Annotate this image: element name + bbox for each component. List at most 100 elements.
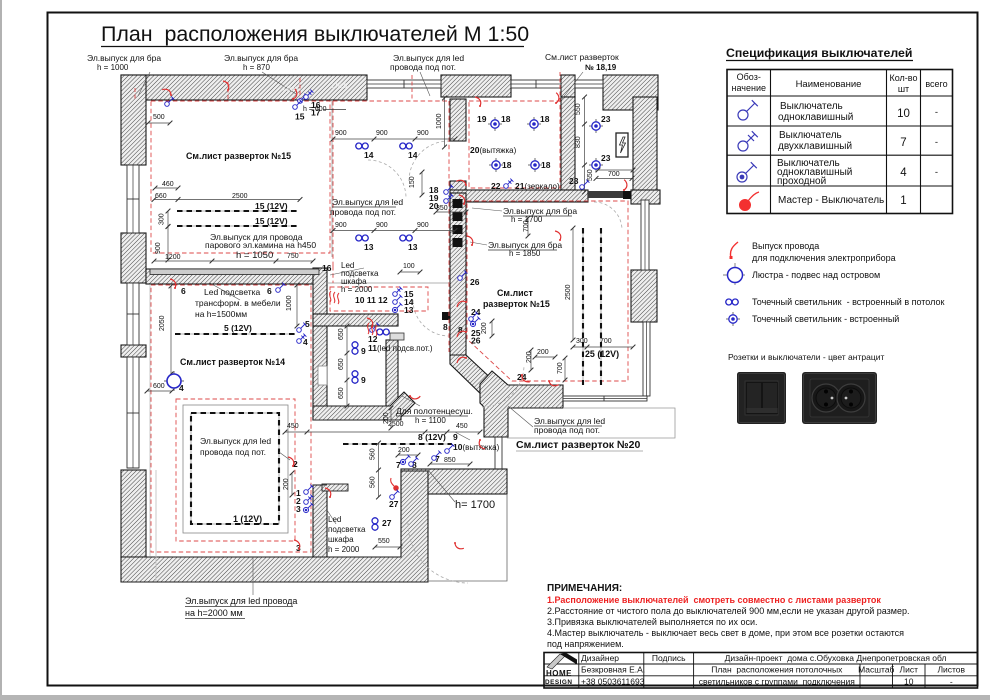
svg-text:10: 10 bbox=[904, 677, 914, 687]
svg-text:Дизайнер: Дизайнер bbox=[581, 653, 619, 663]
svg-text:20(вытяжка): 20(вытяжка) bbox=[470, 145, 517, 155]
svg-text:16: 16 bbox=[322, 263, 332, 273]
svg-text:23: 23 bbox=[569, 176, 579, 186]
svg-text:2050: 2050 bbox=[159, 315, 166, 331]
svg-text:Лист: Лист bbox=[900, 665, 919, 675]
svg-text:18: 18 bbox=[502, 160, 512, 170]
svg-text:шкафа: шкафа bbox=[341, 277, 367, 286]
svg-text:h = 1100: h = 1100 bbox=[415, 416, 446, 425]
svg-text:1: 1 bbox=[296, 488, 301, 498]
svg-text:13: 13 bbox=[404, 305, 414, 315]
svg-text:200: 200 bbox=[383, 412, 390, 424]
svg-text:27: 27 bbox=[382, 518, 392, 528]
svg-text:4: 4 bbox=[900, 167, 907, 179]
svg-text:17: 17 bbox=[311, 108, 321, 118]
svg-text:Мастер - Выключатель: Мастер - Выключатель bbox=[778, 195, 884, 206]
svg-text:разверток №15: разверток №15 bbox=[483, 299, 550, 309]
svg-text:начение: начение bbox=[732, 83, 766, 93]
svg-text:Эл.выпуск для бра: Эл.выпуск для бра bbox=[87, 53, 161, 63]
svg-text:Выключатель: Выключатель bbox=[780, 101, 843, 112]
svg-text:3: 3 bbox=[296, 504, 301, 514]
svg-text:h = 1000: h = 1000 bbox=[97, 63, 129, 72]
svg-text:14: 14 bbox=[404, 297, 414, 307]
svg-text:10: 10 bbox=[897, 108, 910, 120]
svg-text:Кол-во: Кол-во bbox=[890, 73, 918, 83]
svg-text:550: 550 bbox=[575, 103, 582, 115]
svg-text:350: 350 bbox=[436, 205, 448, 212]
svg-text:10(вытяжка): 10(вытяжка) bbox=[453, 442, 500, 452]
svg-text:Эл.выпуск для бра: Эл.выпуск для бра bbox=[488, 240, 562, 250]
svg-text:трансформ. в мебели: трансформ. в мебели bbox=[195, 298, 281, 308]
svg-text:Выключатель: Выключатель bbox=[777, 158, 840, 169]
svg-text:15 (12V): 15 (12V) bbox=[255, 201, 288, 211]
svg-text:23: 23 bbox=[601, 114, 611, 124]
svg-text:830: 830 bbox=[575, 136, 582, 148]
svg-text:200: 200 bbox=[283, 478, 290, 490]
svg-text:7: 7 bbox=[435, 454, 440, 464]
svg-text:2.Расстояние от чистого пола д: 2.Расстояние от чистого пола до выключат… bbox=[547, 606, 909, 616]
svg-text:150: 150 bbox=[409, 176, 416, 188]
svg-text:-: - bbox=[950, 677, 953, 687]
svg-text:900: 900 bbox=[155, 242, 162, 254]
svg-text:2500: 2500 bbox=[388, 421, 404, 428]
svg-text:ПРИМЕЧАНИЯ:: ПРИМЕЧАНИЯ: bbox=[547, 583, 622, 594]
svg-text:1 (12V): 1 (12V) bbox=[233, 514, 262, 524]
svg-text:18: 18 bbox=[429, 185, 439, 195]
svg-text:750: 750 bbox=[287, 253, 299, 260]
svg-text:DESIGN: DESIGN bbox=[545, 679, 573, 686]
svg-text:Выключатель: Выключатель bbox=[779, 130, 842, 141]
svg-text:900: 900 bbox=[417, 130, 429, 137]
svg-text:9: 9 bbox=[361, 346, 366, 356]
svg-text:двухклавишный: двухклавишный bbox=[778, 141, 852, 152]
svg-text:8: 8 bbox=[443, 322, 448, 332]
svg-text:300: 300 bbox=[576, 338, 588, 345]
svg-text:парового эл.камина на h450: парового эл.камина на h450 bbox=[205, 240, 316, 250]
svg-text:14: 14 bbox=[408, 150, 418, 160]
svg-text:HOME: HOME bbox=[546, 669, 572, 678]
svg-text:ГР20: ГР20 bbox=[332, 83, 347, 90]
svg-text:6: 6 bbox=[181, 286, 186, 296]
svg-text:См.лист разверток: См.лист разверток bbox=[545, 52, 619, 62]
svg-text:850: 850 bbox=[444, 457, 456, 464]
svg-text:См.лист разверток №15: См.лист разверток №15 bbox=[186, 151, 291, 161]
svg-text:2500: 2500 bbox=[232, 193, 248, 200]
svg-text:2500: 2500 bbox=[565, 284, 572, 300]
svg-text:19: 19 bbox=[477, 114, 487, 124]
svg-text:460: 460 bbox=[162, 181, 174, 188]
svg-text:2: 2 bbox=[293, 459, 298, 469]
svg-text:Масштаб: Масштаб bbox=[858, 665, 894, 675]
svg-text:3.Привязка выключателей выполн: 3.Привязка выключателей выполняется по и… bbox=[547, 617, 758, 627]
svg-text:h = 1700: h = 1700 bbox=[511, 215, 543, 224]
svg-text:600: 600 bbox=[153, 383, 165, 390]
svg-text:650: 650 bbox=[338, 387, 345, 399]
svg-text:Led: Led bbox=[328, 515, 341, 524]
svg-text:25: 25 bbox=[471, 328, 481, 338]
svg-text:См.лист: См.лист bbox=[497, 288, 533, 298]
svg-text:ГР20: ГР20 bbox=[283, 86, 298, 93]
svg-text:500: 500 bbox=[153, 114, 165, 121]
svg-text:15: 15 bbox=[404, 289, 414, 299]
svg-text:Эл.выпуск для бра: Эл.выпуск для бра bbox=[503, 206, 577, 216]
svg-text:650: 650 bbox=[338, 358, 345, 370]
svg-text:26: 26 bbox=[470, 277, 480, 287]
svg-text:одноклавишный: одноклавишный bbox=[778, 112, 853, 123]
svg-text:100: 100 bbox=[403, 263, 415, 270]
svg-text:План расположения выключателе: План расположения выключателей М 1:50 bbox=[101, 22, 529, 46]
svg-text:всего: всего bbox=[925, 79, 947, 89]
svg-text:18: 18 bbox=[541, 160, 551, 170]
svg-text:7: 7 bbox=[396, 460, 401, 470]
svg-text:h = 1050: h = 1050 bbox=[236, 250, 273, 261]
svg-text:700: 700 bbox=[600, 338, 612, 345]
svg-text:7: 7 bbox=[900, 137, 906, 149]
svg-text:Точечный светильник - встроенн: Точечный светильник - встроенный bbox=[752, 314, 899, 324]
svg-text:h = 2000: h = 2000 bbox=[341, 285, 373, 294]
svg-text:подсветка: подсветка bbox=[341, 269, 379, 278]
svg-text:-: - bbox=[935, 137, 938, 148]
svg-text:560: 560 bbox=[370, 448, 377, 460]
svg-text:Спецификация выключателей: Спецификация выключателей bbox=[726, 46, 912, 60]
svg-text:Люстра - подвес над островом: Люстра - подвес над островом bbox=[752, 270, 880, 280]
svg-text:2: 2 bbox=[296, 496, 301, 506]
svg-text:Эл.выпуск для led: Эл.выпуск для led bbox=[332, 197, 403, 207]
svg-text:27: 27 bbox=[389, 499, 399, 509]
svg-text:План расположения потолочных: План расположения потолочных bbox=[711, 665, 843, 675]
